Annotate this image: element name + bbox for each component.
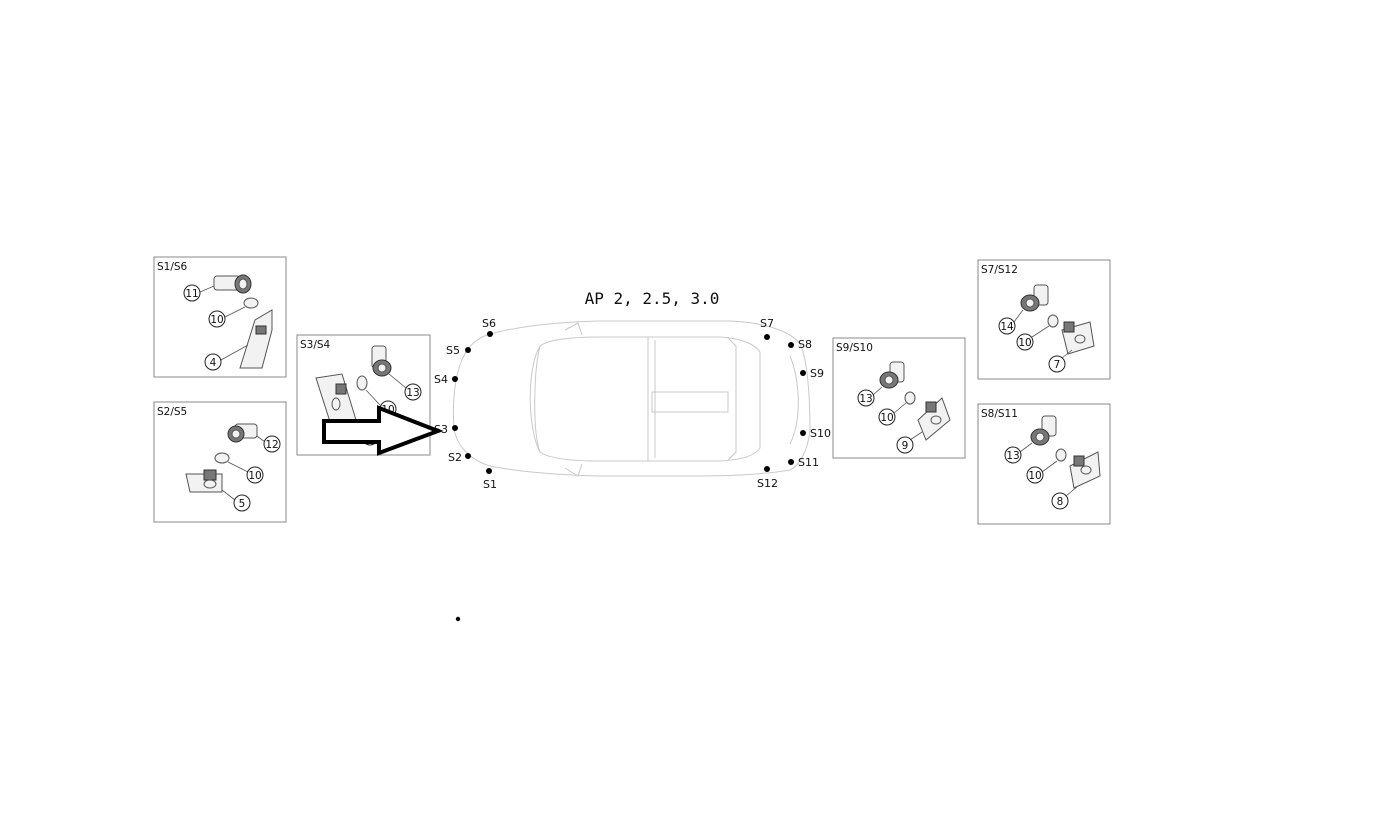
panel-title-s7-s12: S7/S12 xyxy=(981,264,1018,276)
bracket-icon xyxy=(917,397,951,441)
bracket-icon xyxy=(1061,321,1095,355)
sensor-label-s9: S9 xyxy=(810,367,824,380)
panel-title-s1-s6: S1/S6 xyxy=(157,261,188,273)
bracket-icon xyxy=(239,309,273,369)
callout-s1s6-c: 4 xyxy=(210,357,217,369)
callout-s8s11-b: 10 xyxy=(1028,470,1041,482)
sensor-label-s12: S12 xyxy=(757,477,778,490)
arrow-right-icon xyxy=(322,405,444,456)
parking-sensor-icon xyxy=(227,423,258,443)
grommet-icon xyxy=(214,452,230,464)
callout-s7s12-b: 10 xyxy=(1018,337,1031,349)
callout-s2s5-b: 10 xyxy=(248,470,261,482)
sensor-dot-s4 xyxy=(452,376,458,382)
sensor-label-s1: S1 xyxy=(483,478,497,491)
panel-title-s3-s4: S3/S4 xyxy=(300,339,331,351)
sensor-dot-s10 xyxy=(800,430,806,436)
callout-s7s12-c: 7 xyxy=(1054,359,1061,371)
sensor-dot-s6 xyxy=(487,331,493,337)
panel-title-s2-s5: S2/S5 xyxy=(157,406,187,418)
grommet-icon xyxy=(1055,448,1067,462)
parking-sensor-icon xyxy=(879,361,905,389)
stray-dot xyxy=(455,616,461,622)
callout-s9s10-a: 13 xyxy=(859,393,872,405)
sensor-dot-s12 xyxy=(764,466,770,472)
callout-s1s6-a: 11 xyxy=(185,288,198,300)
grommet-icon xyxy=(1047,314,1059,328)
bracket-icon xyxy=(185,469,223,493)
parking-sensor-icon xyxy=(213,274,252,294)
callout-s3s4-a: 13 xyxy=(406,387,419,399)
callout-s9s10-c: 9 xyxy=(902,440,909,452)
sensor-dot-s3 xyxy=(452,425,458,431)
sensor-label-s8: S8 xyxy=(798,338,812,351)
sensor-dot-s8 xyxy=(788,342,794,348)
panel-s9-s10: S9/S10 13 10 9 xyxy=(832,337,966,459)
sensor-label-s2: S2 xyxy=(448,451,462,464)
grommet-icon xyxy=(243,297,259,309)
callout-s2s5-a: 12 xyxy=(265,439,278,451)
callout-s2s5-c: 5 xyxy=(239,498,246,510)
car-top-view xyxy=(452,320,811,477)
sensor-label-s5: S5 xyxy=(446,344,460,357)
panel-s8-s11: S8/S11 13 10 8 xyxy=(977,403,1111,525)
sensor-label-s4: S4 xyxy=(434,373,448,386)
grommet-icon xyxy=(356,375,368,391)
callout-s8s11-c: 8 xyxy=(1057,496,1064,508)
panel-s7-s12: S7/S12 14 10 7 xyxy=(977,259,1111,380)
callout-s9s10-b: 10 xyxy=(880,412,893,424)
panel-title-s8-s11: S8/S11 xyxy=(981,408,1018,420)
panel-s1-s6: S1/S6 11 10 4 xyxy=(153,256,287,378)
parking-sensor-icon xyxy=(1030,415,1057,446)
sensor-label-s11: S11 xyxy=(798,456,819,469)
sensor-dot-s1 xyxy=(486,468,492,474)
sensor-label-s7: S7 xyxy=(760,317,774,330)
parking-sensor-icon xyxy=(1020,284,1049,312)
parking-sensor-icon xyxy=(371,345,392,377)
sensor-dot-s7 xyxy=(764,334,770,340)
grommet-icon xyxy=(904,391,916,405)
sensor-label-s10: S10 xyxy=(810,427,831,440)
sensor-dot-s11 xyxy=(788,459,794,465)
panel-title-s9-s10: S9/S10 xyxy=(836,342,873,354)
callout-s7s12-a: 14 xyxy=(1000,321,1014,333)
sensor-dot-s5 xyxy=(465,347,471,353)
callout-s8s11-a: 13 xyxy=(1006,450,1019,462)
diagram-title: AP 2, 2.5, 3.0 xyxy=(585,289,720,308)
bracket-icon xyxy=(1069,451,1101,489)
callout-s1s6-b: 10 xyxy=(210,314,223,326)
sensor-dot-s9 xyxy=(800,370,806,376)
panel-s2-s5: S2/S5 12 10 5 xyxy=(153,401,287,523)
sensor-label-s6: S6 xyxy=(482,317,496,330)
sensor-markers: S1 S2 S3 S4 S5 S6 S7 S8 S9 S10 S11 S12 xyxy=(434,317,831,622)
sensor-dot-s2 xyxy=(465,453,471,459)
